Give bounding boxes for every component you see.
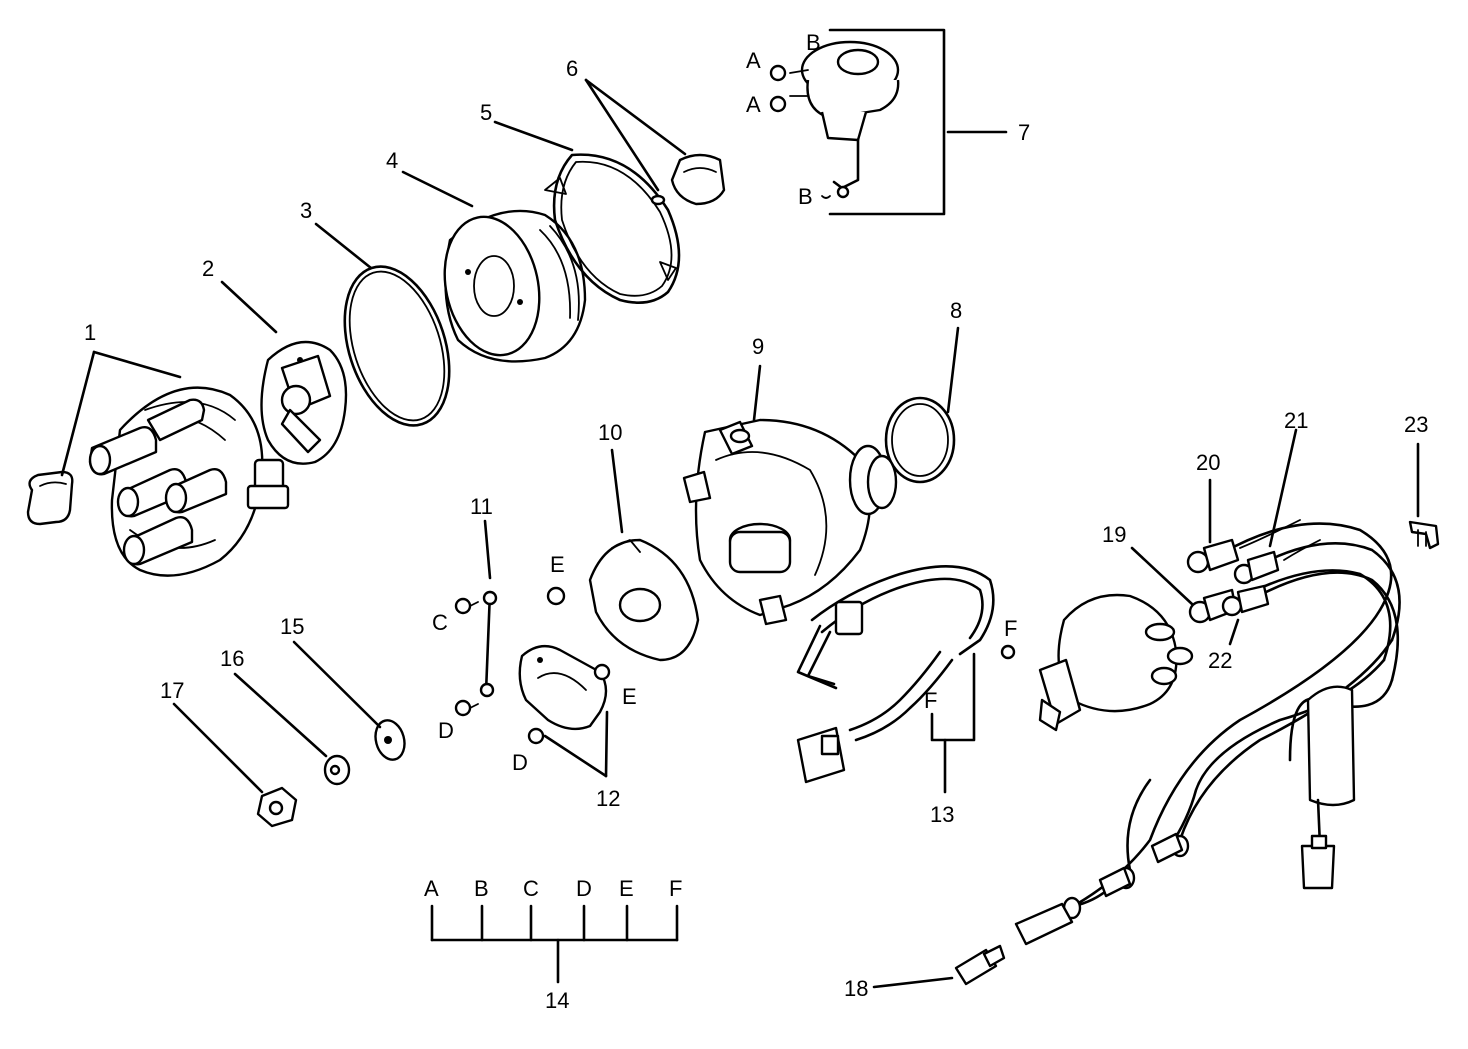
ignition-module-part: [518, 586, 611, 745]
gasket-part: [544, 153, 681, 304]
callout-5: 5: [480, 100, 492, 125]
callout-23: 23: [1404, 412, 1428, 437]
bracket-14-letter-c: C: [523, 876, 539, 901]
bracket-7: [828, 28, 946, 216]
letter-d-lower: D: [512, 750, 528, 775]
callout-labels: 1 2 3 4 5 6 7 8 9 10 11 12 13 14 15 16 1…: [84, 56, 1428, 1013]
wiring-harness-part: [796, 565, 1016, 784]
letter-e-top: E: [550, 552, 565, 577]
letter-d-left: D: [438, 718, 454, 743]
letter-a-top: A: [746, 48, 761, 73]
washers-and-nut-part: [256, 719, 406, 828]
callout-13: 13: [930, 802, 954, 827]
callout-1: 1: [84, 320, 96, 345]
letter-c: C: [432, 610, 448, 635]
callout-14: 14: [545, 988, 569, 1013]
callout-19: 19: [1102, 522, 1126, 547]
callout-16: 16: [220, 646, 244, 671]
callout-22: 22: [1208, 648, 1232, 673]
letter-e-right: E: [622, 684, 637, 709]
distributor-cap-part: [26, 386, 290, 577]
callout-3: 3: [300, 198, 312, 223]
leader-lines: [60, 78, 1420, 989]
callout-6: 6: [566, 56, 578, 81]
callout-11: 11: [470, 494, 493, 519]
letter-b-bottom: B: [798, 184, 813, 209]
callout-18: 18: [844, 976, 868, 1001]
sensor-18-part: [954, 944, 1006, 986]
callout-10: 10: [598, 420, 622, 445]
spark-plug-wires-part: [1014, 522, 1401, 946]
callout-8: 8: [950, 298, 962, 323]
bracket-14-letter-a: A: [424, 876, 439, 901]
assembled-distributor-part: [1038, 593, 1194, 732]
letter-labels: A A B B C D D E E F F A B C D E F: [424, 30, 1017, 901]
callout-7: 7: [1018, 120, 1030, 145]
vacuum-advance-part: [769, 40, 900, 199]
bracket-14-letter-b: B: [474, 876, 489, 901]
letter-b-top: B: [806, 30, 821, 55]
bracket-14-letter-f: F: [669, 876, 682, 901]
bracket-14-letter-d: D: [576, 876, 592, 901]
link-rod-part: [454, 590, 498, 717]
bracket-14-letter-e: E: [619, 876, 634, 901]
breaker-plate-part: [588, 538, 700, 662]
callout-20: 20: [1196, 450, 1220, 475]
cover-part: [443, 209, 587, 363]
callout-21: 21: [1284, 408, 1308, 433]
seal-ring-part: [884, 396, 956, 484]
rotor-part: [260, 340, 348, 465]
connectors-19-22-part: [1186, 519, 1321, 624]
callout-12: 12: [596, 786, 620, 811]
callout-17: 17: [160, 678, 184, 703]
distributor-housing-part: [682, 418, 898, 626]
callout-15: 15: [280, 614, 304, 639]
bracket-13: [930, 652, 976, 794]
letter-f-bracket: F: [924, 688, 937, 713]
clip-23-part: [1408, 520, 1440, 550]
letter-f-right: F: [1004, 616, 1017, 641]
letter-a-bottom: A: [746, 92, 761, 117]
callout-9: 9: [752, 334, 764, 359]
callout-4: 4: [386, 148, 398, 173]
bracket-14: [430, 904, 679, 984]
callout-2: 2: [202, 256, 214, 281]
clip-part: [650, 153, 726, 206]
